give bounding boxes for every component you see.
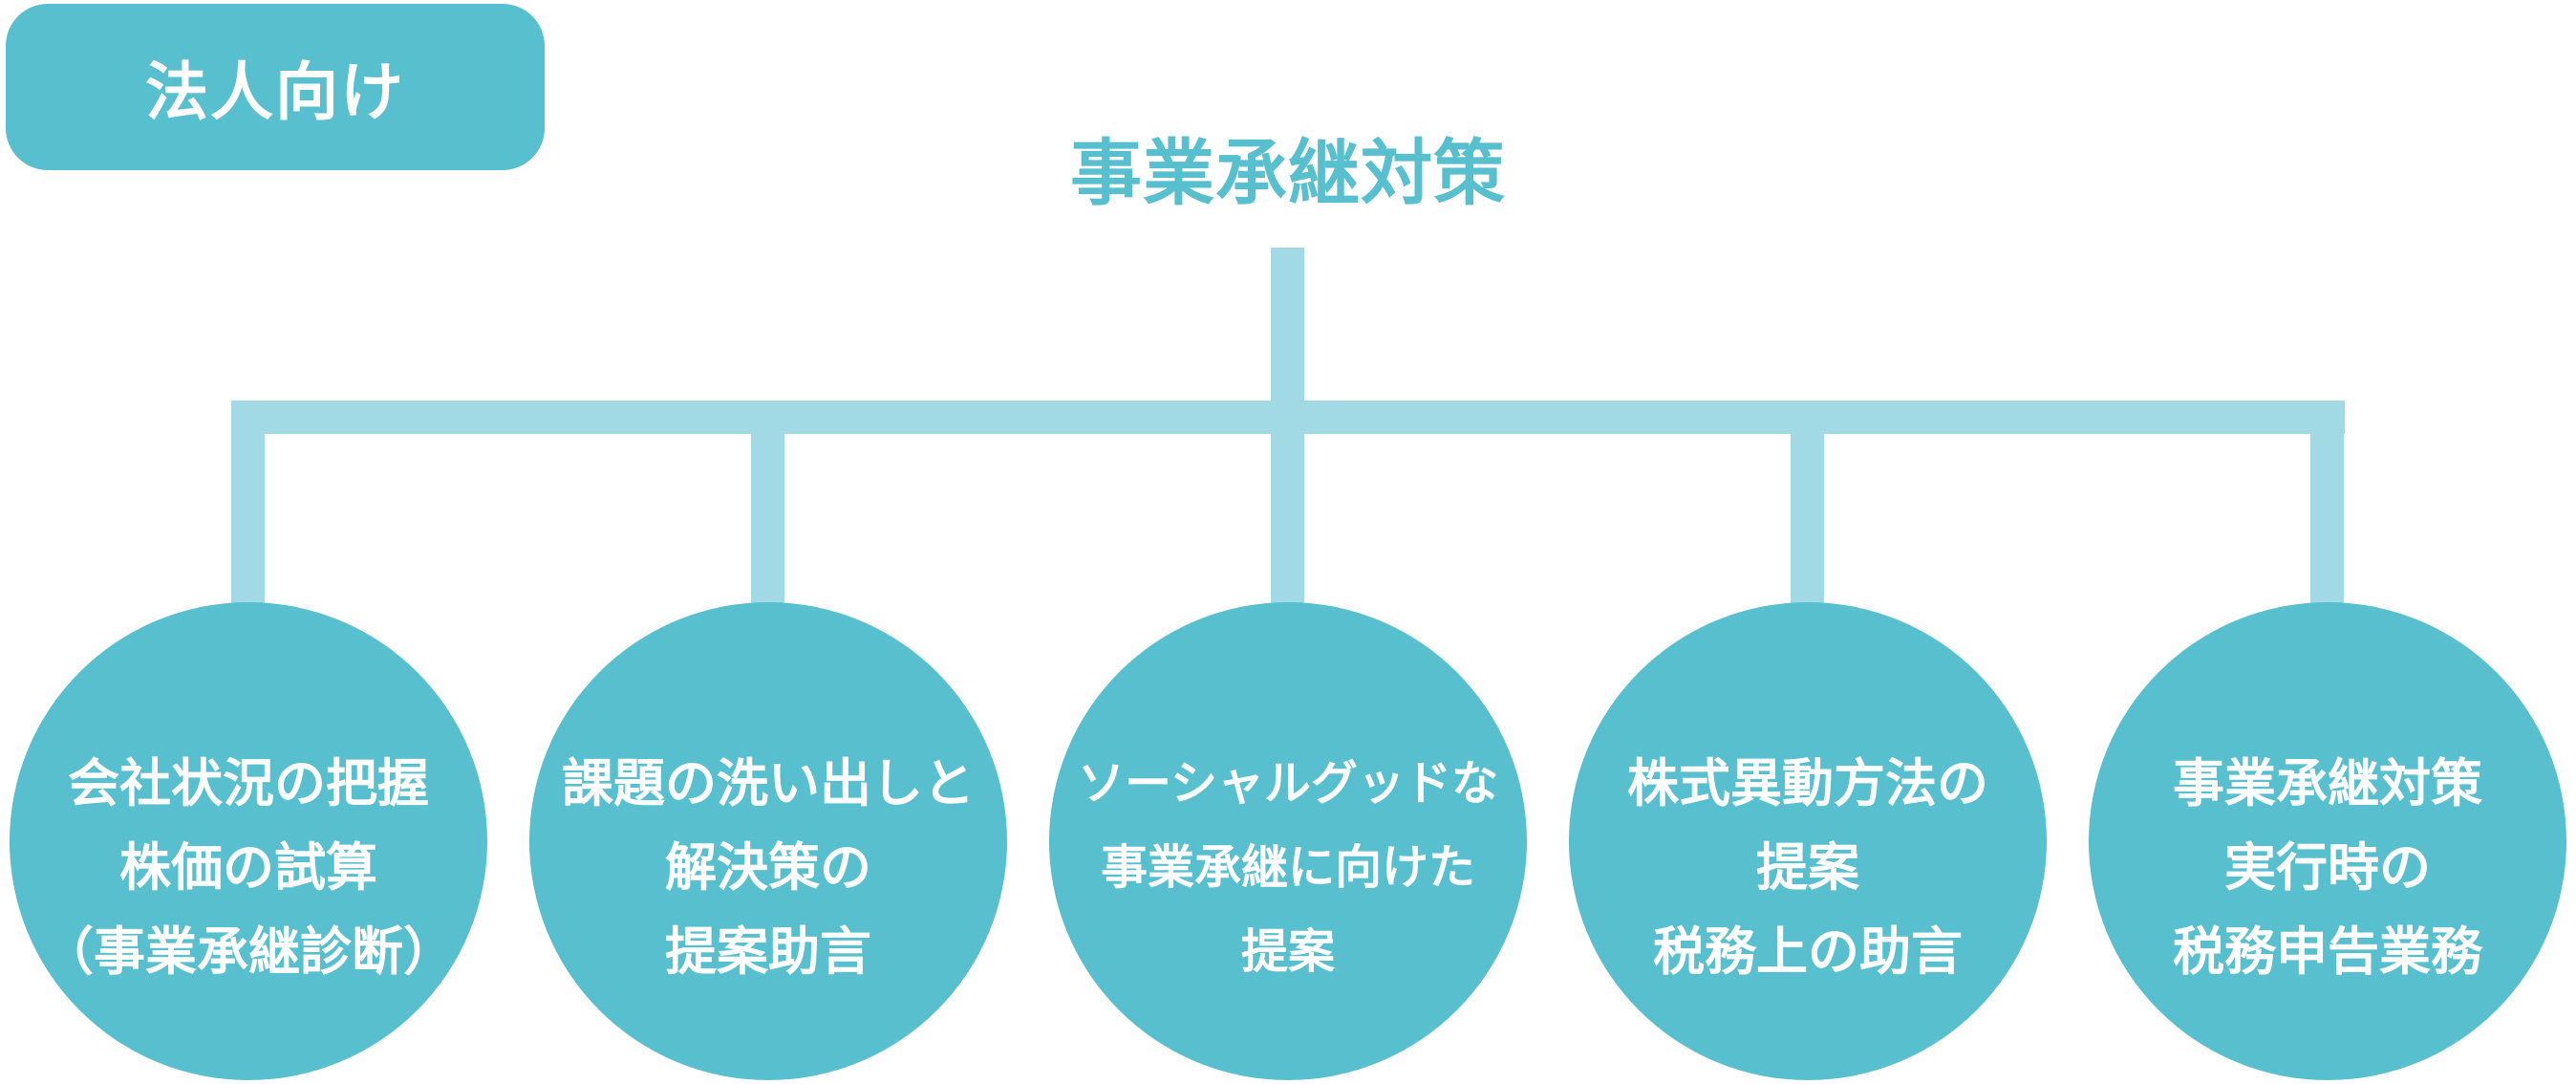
- node-circle-3: ソーシャルグッドな 事業承継に向けた 提案: [1049, 602, 1527, 1080]
- connector-drop-line-1: [231, 434, 265, 604]
- node-1-line-1: 会社状況の把握: [68, 755, 429, 813]
- node-2-line-1: 課題の洗い出しと: [562, 755, 975, 813]
- connector-drop-line-5: [2310, 434, 2344, 604]
- node-circle-2: 課題の洗い出しと 解決策の 提案助言: [529, 602, 1007, 1080]
- node-5-line-1: 事業承継対策: [2173, 755, 2482, 813]
- node-3-line-1: ソーシャルグッドな: [1077, 758, 1499, 810]
- node-4-text: 株式異動方法の 提案 税務上の助言: [1627, 742, 1988, 994]
- node-5-line-3: 税務申告業務: [2173, 923, 2482, 981]
- node-1-line-3: （事業承継診断）: [42, 923, 455, 981]
- audience-badge-label: 法人向け: [145, 56, 405, 127]
- diagram-title: 事業承継対策: [1069, 133, 1506, 213]
- node-3-line-2: 事業承継に向けた: [1100, 842, 1475, 894]
- node-2-line-2: 解決策の: [665, 839, 871, 897]
- node-circle-4: 株式異動方法の 提案 税務上の助言: [1569, 602, 2047, 1080]
- connector-drop-line-2: [751, 434, 784, 604]
- node-4-line-2: 提案: [1756, 839, 1859, 897]
- node-1-line-2: 株価の試算: [119, 839, 377, 897]
- node-5-line-2: 実行時の: [2224, 839, 2431, 897]
- node-circle-1: 会社状況の把握 株価の試算 （事業承継診断）: [10, 602, 487, 1080]
- audience-badge: 法人向け: [6, 4, 545, 170]
- connector-horizontal-bar: [231, 401, 2345, 434]
- connector-drop-line-3: [1271, 434, 1304, 604]
- node-1-text: 会社状況の把握 株価の試算 （事業承継診断）: [42, 742, 455, 994]
- node-circle-5: 事業承継対策 実行時の 税務申告業務: [2089, 602, 2566, 1080]
- connector-drop-line-4: [1791, 434, 1824, 604]
- node-5-text: 事業承継対策 実行時の 税務申告業務: [2173, 742, 2482, 994]
- node-4-line-3: 税務上の助言: [1653, 923, 1963, 981]
- node-2-line-3: 提案助言: [665, 923, 871, 981]
- node-4-line-1: 株式異動方法の: [1627, 755, 1988, 813]
- node-3-text: ソーシャルグッドな 事業承継に向けた 提案: [1078, 742, 1498, 994]
- node-2-text: 課題の洗い出しと 解決策の 提案助言: [562, 742, 975, 994]
- node-3-line-3: 提案: [1240, 926, 1335, 978]
